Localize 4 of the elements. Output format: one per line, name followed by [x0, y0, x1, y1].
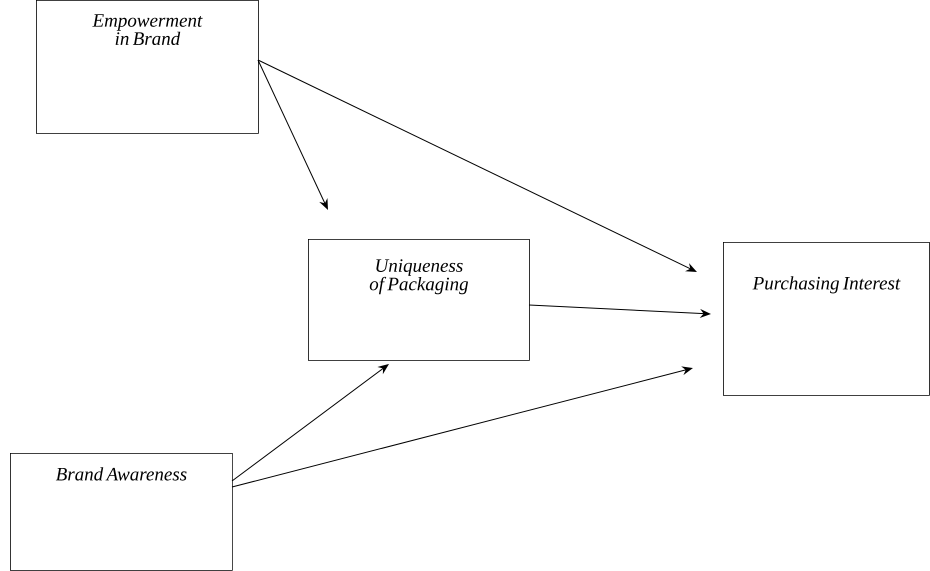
variable-box: Uniqueness of Packaging	[308, 239, 530, 361]
variable-box: Empowerment in Brand	[36, 0, 259, 134]
variable-box: Brand Awareness	[10, 453, 233, 571]
variable-box: Purchasing Interest	[723, 242, 930, 396]
